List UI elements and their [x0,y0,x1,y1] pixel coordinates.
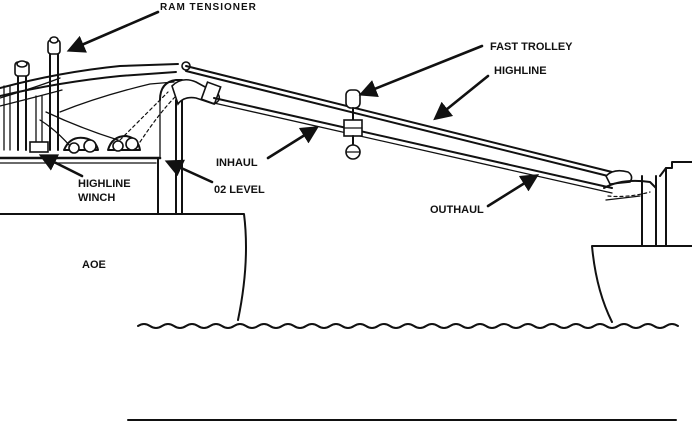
arrow-icon [486,174,540,208]
pointer-arrows [38,10,540,208]
receiving-ship [591,161,692,323]
label-inhaul: INHAUL [216,157,258,169]
arrow-icon [38,154,84,178]
water-line [137,323,679,329]
arrow-icon [164,159,214,184]
label-aoe: AOE [82,259,106,271]
label-fast-trolley: FAST TROLLEY [490,41,573,53]
inhaul-outhaul-line [213,97,613,189]
rig-lines [0,63,179,143]
arrow-icon [433,74,490,121]
aoe-hull [0,213,247,321]
label-highline-winch-2: WINCH [78,192,115,204]
receiving-hull [591,245,692,323]
label-highline: HIGHLINE [494,65,547,77]
ram-tensioner [0,36,63,151]
highline-winch [29,111,141,154]
arrow-icon [358,44,484,98]
highline-wire [185,65,613,173]
arrow-icon [66,10,160,53]
arrow-icon [266,126,320,160]
label-02-level: 02 LEVEL [214,184,265,196]
fast-trolley [343,89,363,160]
label-ram-tensioner: RAM TENSIONER [160,2,257,13]
label-outhaul: OUTHAUL [430,204,484,216]
aoe-ship [0,79,247,321]
label-highline-winch-1: HIGHLINE [78,178,131,190]
